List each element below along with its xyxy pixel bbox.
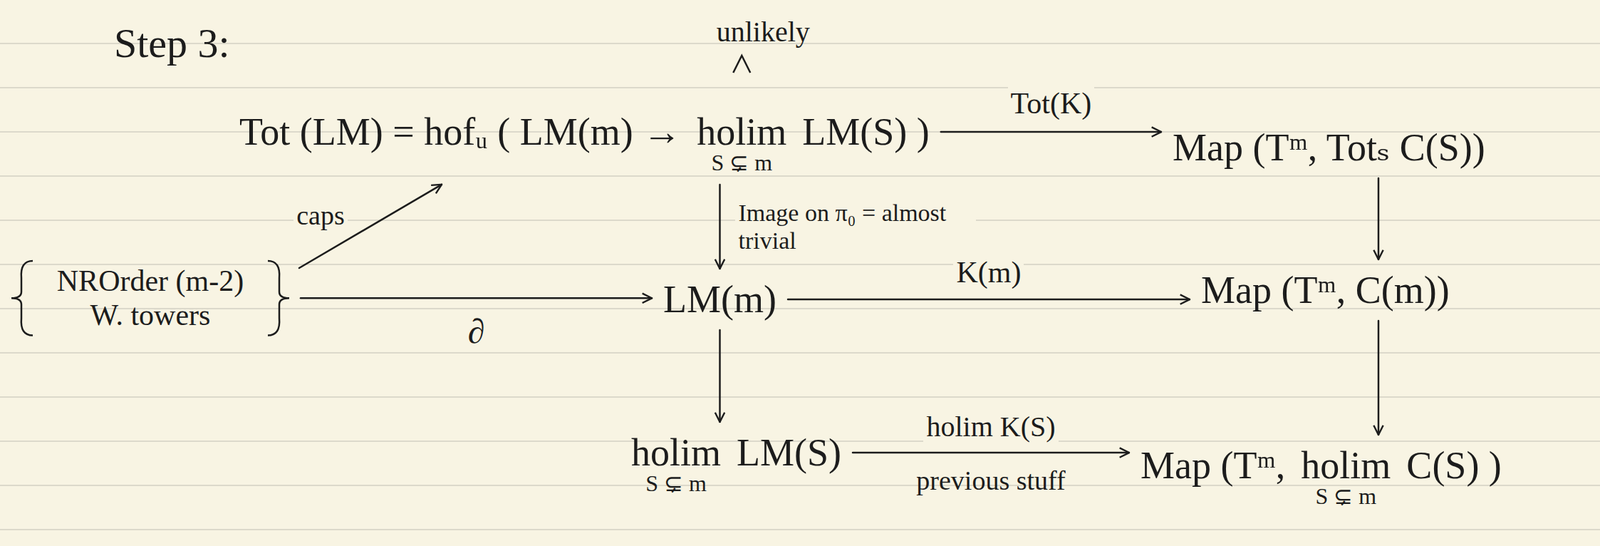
math-text: Map (Tᵐ, [1140,443,1286,488]
math-text: Map (Tᵐ, Totₛ C(S)) [1172,125,1486,170]
limit-stack: holimS ⊊ m [631,430,721,497]
limit-stack: holimS ⊊ m [696,109,787,176]
math-text: C(S) ) [1406,443,1502,488]
math-node: Tot (LM) = hofᵤ ( LM(m) → holimS ⊊ m LM(S)… [235,106,934,179]
arrow-connector [787,298,1190,301]
arrow-connector [941,131,1162,134]
edge-label: holim K(S) [923,410,1058,444]
edge-label: Image on π₀ = almost trivial [735,198,976,255]
note-label: unlikely [716,15,810,49]
edge-label: caps [293,200,348,232]
math-text: NROrder (m-2) W. towers [39,263,261,333]
math-node: Map (Tᵐ, Totₛ C(S)) [1168,122,1490,173]
step-heading: Step 3: [113,19,231,68]
arrow-connector [1377,320,1380,435]
arrow-connector [718,184,721,269]
note-label: previous stuff [916,465,1066,497]
math-text: Map (Tᵐ, C(m)) [1201,267,1450,313]
math-text: holim [631,430,721,475]
left-brace [11,260,33,336]
arrow-connector [1377,178,1380,260]
math-text: holim [696,109,787,154]
insertion-caret [733,55,751,73]
math-text: LM(S) [736,430,842,475]
math-text: LM(m) [663,277,777,322]
arrow-connector [718,329,721,422]
math-text: LM(S) ) [802,109,929,154]
limit-stack: holimS ⊊ m [1300,443,1391,510]
brace-group: NROrder (m-2) W. towers [7,257,294,339]
math-node: holimS ⊊ m LM(S) [626,427,846,500]
edge-label: K(m) [953,255,1024,290]
arrow-connector [852,451,1130,454]
subscript-text: S ⊊ m [645,470,707,497]
edge-label: ∂ [465,311,488,351]
math-node: Map (Tᵐ, holimS ⊊ m C(S) ) [1136,440,1506,513]
math-text: holim [1300,443,1391,488]
subscript-text: S ⊊ m [710,149,773,176]
math-text: Tot (LM) = hofᵤ ( LM(m) → [239,109,682,154]
subscript-text: S ⊊ m [1315,482,1378,510]
math-node: Map (Tᵐ, C(m)) [1196,265,1454,315]
right-brace [267,260,290,336]
arrow-connector [300,297,652,300]
edge-label: Tot(K) [1008,86,1095,121]
math-node: LM(m) [658,274,781,325]
